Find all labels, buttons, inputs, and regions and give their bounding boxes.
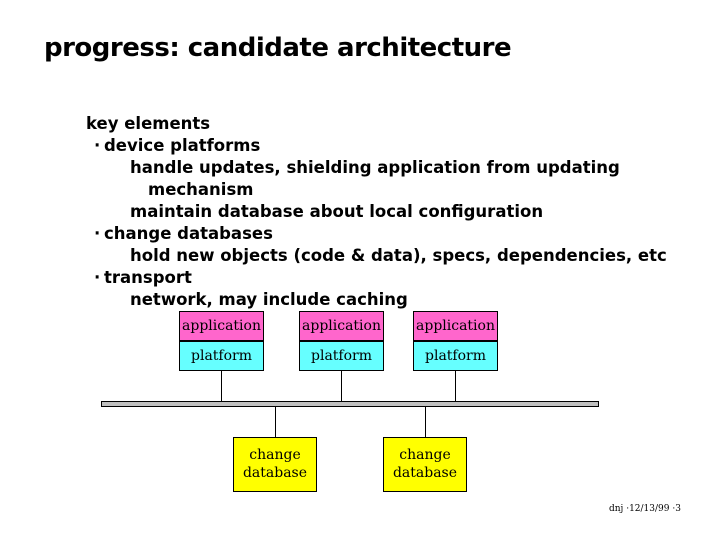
outline-heading: key elements (86, 114, 211, 133)
change-database-box-2: change database (383, 437, 467, 492)
platform-box-3: platform (413, 341, 498, 371)
change-database-label-line2: database (242, 465, 308, 481)
bullet-icon: · (94, 224, 101, 243)
change-database-label-line1: change (399, 447, 451, 463)
slide-title: progress: candidate architecture (44, 33, 512, 63)
application-box-2: application (299, 311, 384, 341)
change-database-1-connector (275, 407, 276, 437)
key-elements-outline: key elements ·device platforms handle up… (86, 113, 667, 311)
change-database-label-line1: change (249, 447, 301, 463)
bullet-icon: · (94, 268, 101, 287)
outline-item: ·transport (94, 268, 192, 287)
outline-subitem: maintain database about local configurat… (130, 202, 544, 221)
slide-footer: dnj ·12/13/99 ·3 (609, 504, 681, 514)
change-database-label-line2: database (392, 465, 458, 481)
platform-3-connector (455, 371, 456, 401)
outline-subitem: network, may include caching (130, 290, 408, 309)
outline-subitem: hold new objects (code & data), specs, d… (130, 246, 667, 265)
network-bus (101, 401, 599, 407)
change-database-2-connector (425, 407, 426, 437)
outline-item: ·change databases (94, 224, 273, 243)
application-box-3: application (413, 311, 498, 341)
outline-subitem-continuation: mechanism (148, 180, 254, 199)
platform-box-1: platform (179, 341, 264, 371)
outline-subitem: handle updates, shielding application fr… (130, 158, 620, 177)
change-database-box-1: change database (233, 437, 317, 492)
platform-box-2: platform (299, 341, 384, 371)
platform-2-connector (341, 371, 342, 401)
platform-1-connector (221, 371, 222, 401)
application-box-1: application (179, 311, 264, 341)
bullet-icon: · (94, 136, 101, 155)
outline-item: ·device platforms (94, 136, 261, 155)
